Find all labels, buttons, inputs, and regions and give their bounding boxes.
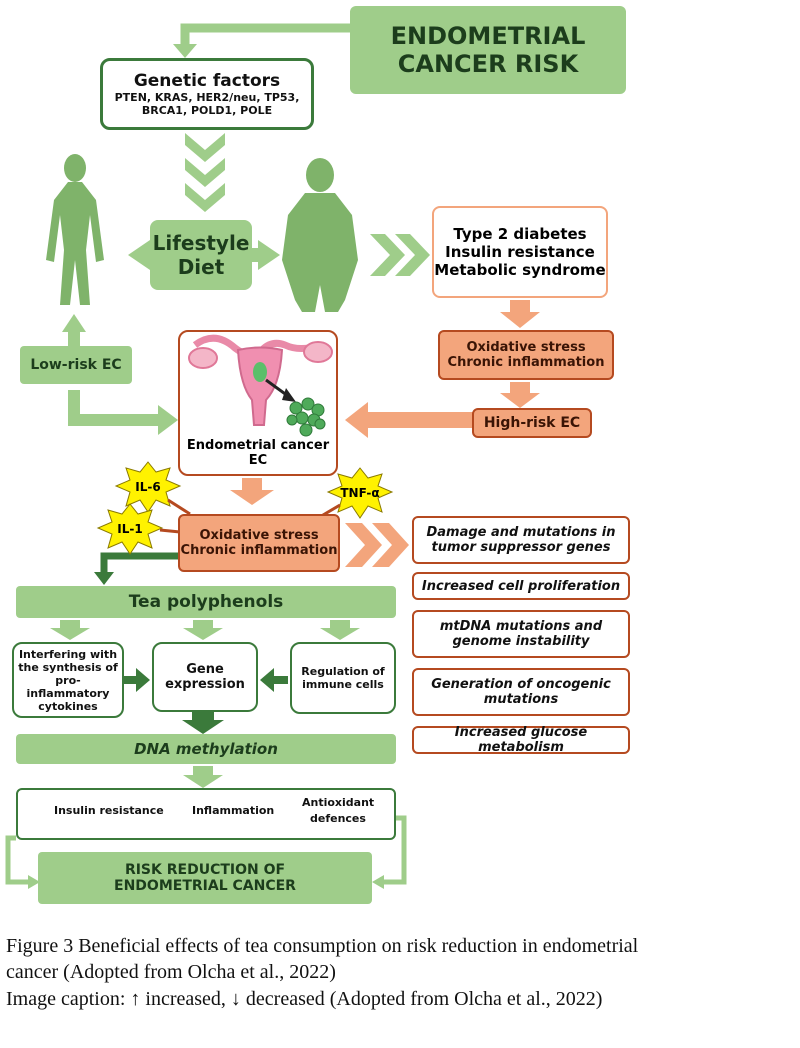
cytokine-il6-label: IL-6: [135, 480, 161, 494]
risk-reduction-box: RISK REDUCTION OF ENDOMETRIAL CANCER: [38, 852, 372, 904]
genetic-genes-line1: PTEN, KRAS, HER2/neu, TP53,: [114, 91, 300, 104]
metabolic-line2: Insulin resistance: [445, 243, 595, 261]
uterus-illustration: [188, 334, 333, 437]
oxidative-stress-mid-box: Oxidative stress Chronic inflammation: [178, 514, 340, 572]
lifestyle-line2: Diet: [177, 255, 225, 279]
tea-polyphenols-box: Tea polyphenols: [16, 586, 396, 618]
outcomes-box: Insulin resistance Inflammation Antioxid…: [16, 788, 396, 840]
outcome-insulin: Insulin resistance: [54, 804, 164, 817]
oxidative-mid-line1: Oxidative stress: [199, 528, 319, 543]
effect-box-1: Damage and mutations in tumor suppressor…: [412, 516, 630, 564]
outcome-inflammation: Inflammation: [192, 804, 275, 817]
mechanism-cytokine-synthesis: Interfering with the synthesis of pro-in…: [12, 642, 124, 718]
tea-label: Tea polyphenols: [128, 592, 284, 612]
genetic-genes-line2: BRCA1, POLD1, POLE: [141, 104, 273, 117]
effect-box-3: mtDNA mutations and genome instability: [412, 610, 630, 658]
genetic-heading: Genetic factors: [133, 71, 281, 91]
diagram-connectors: [5, 23, 540, 889]
lifestyle-line1: Lifestyle: [152, 231, 250, 255]
title-line2: CANCER RISK: [397, 50, 579, 78]
metabolic-line3: Metabolic syndrome: [434, 261, 606, 279]
caption-line1: Figure 3 Beneficial effects of tea consu…: [6, 935, 639, 957]
lifestyle-diet-box: Lifestyle Diet: [150, 220, 252, 290]
low-risk-ec-box: Low-risk EC: [20, 346, 132, 384]
oxidative-stress-top-box: Oxidative stress Chronic inflammation: [438, 330, 614, 380]
mechanism-gene-expression: Gene expression: [152, 642, 258, 712]
dna-label: DNA methylation: [134, 740, 278, 758]
genetic-factors-box: Genetic factors PTEN, KRAS, HER2/neu, TP…: [100, 58, 314, 130]
figure: ENDOMETRIAL CANCER RISK Genetic factors …: [5, 6, 630, 904]
effect-box-2: Increased cell proliferation: [412, 572, 630, 600]
metabolic-box: Type 2 diabetes Insulin resistance Metab…: [432, 206, 608, 298]
ec-line1: Endometrial cancer: [186, 438, 330, 453]
oxidative-top-line1: Oxidative stress: [466, 340, 586, 355]
cytokine-tnf-label: TNF-α: [340, 486, 380, 500]
endometrial-cancer-box: Endometrial cancer EC: [178, 330, 338, 476]
effect-box-4: Generation of oncogenic mutations: [412, 668, 630, 716]
mechanism-immune-regulation: Regulation of immune cells: [290, 642, 396, 714]
title-box: ENDOMETRIAL CANCER RISK: [350, 6, 626, 94]
high-risk-label: High-risk EC: [483, 415, 581, 431]
oxidative-top-line2: Chronic inflammation: [447, 355, 605, 370]
high-risk-ec-box: High-risk EC: [472, 408, 592, 438]
caption-line2: cancer (Adopted from Olcha et al., 2022): [6, 961, 336, 983]
risk-reduction-line1: RISK REDUCTION OF: [124, 862, 286, 878]
dna-methylation-box: DNA methylation: [16, 734, 396, 764]
outcome-antioxidant-line1: Antioxidant: [302, 796, 375, 809]
outcome-antioxidant-line2: defences: [310, 812, 366, 825]
risk-reduction-line2: ENDOMETRIAL CANCER: [114, 878, 296, 894]
oxidative-mid-line2: Chronic inflammation: [180, 543, 338, 558]
cytokine-il1-label: IL-1: [117, 522, 143, 536]
low-risk-label: Low-risk EC: [30, 357, 122, 373]
ec-line2: EC: [248, 453, 268, 468]
caption-line3: Image caption: ↑ increased, ↓ decreased …: [6, 988, 603, 1010]
effect-box-5: Increased glucose metabolism: [412, 725, 630, 755]
metabolic-line1: Type 2 diabetes: [453, 225, 587, 243]
title-line1: ENDOMETRIAL: [390, 22, 586, 50]
